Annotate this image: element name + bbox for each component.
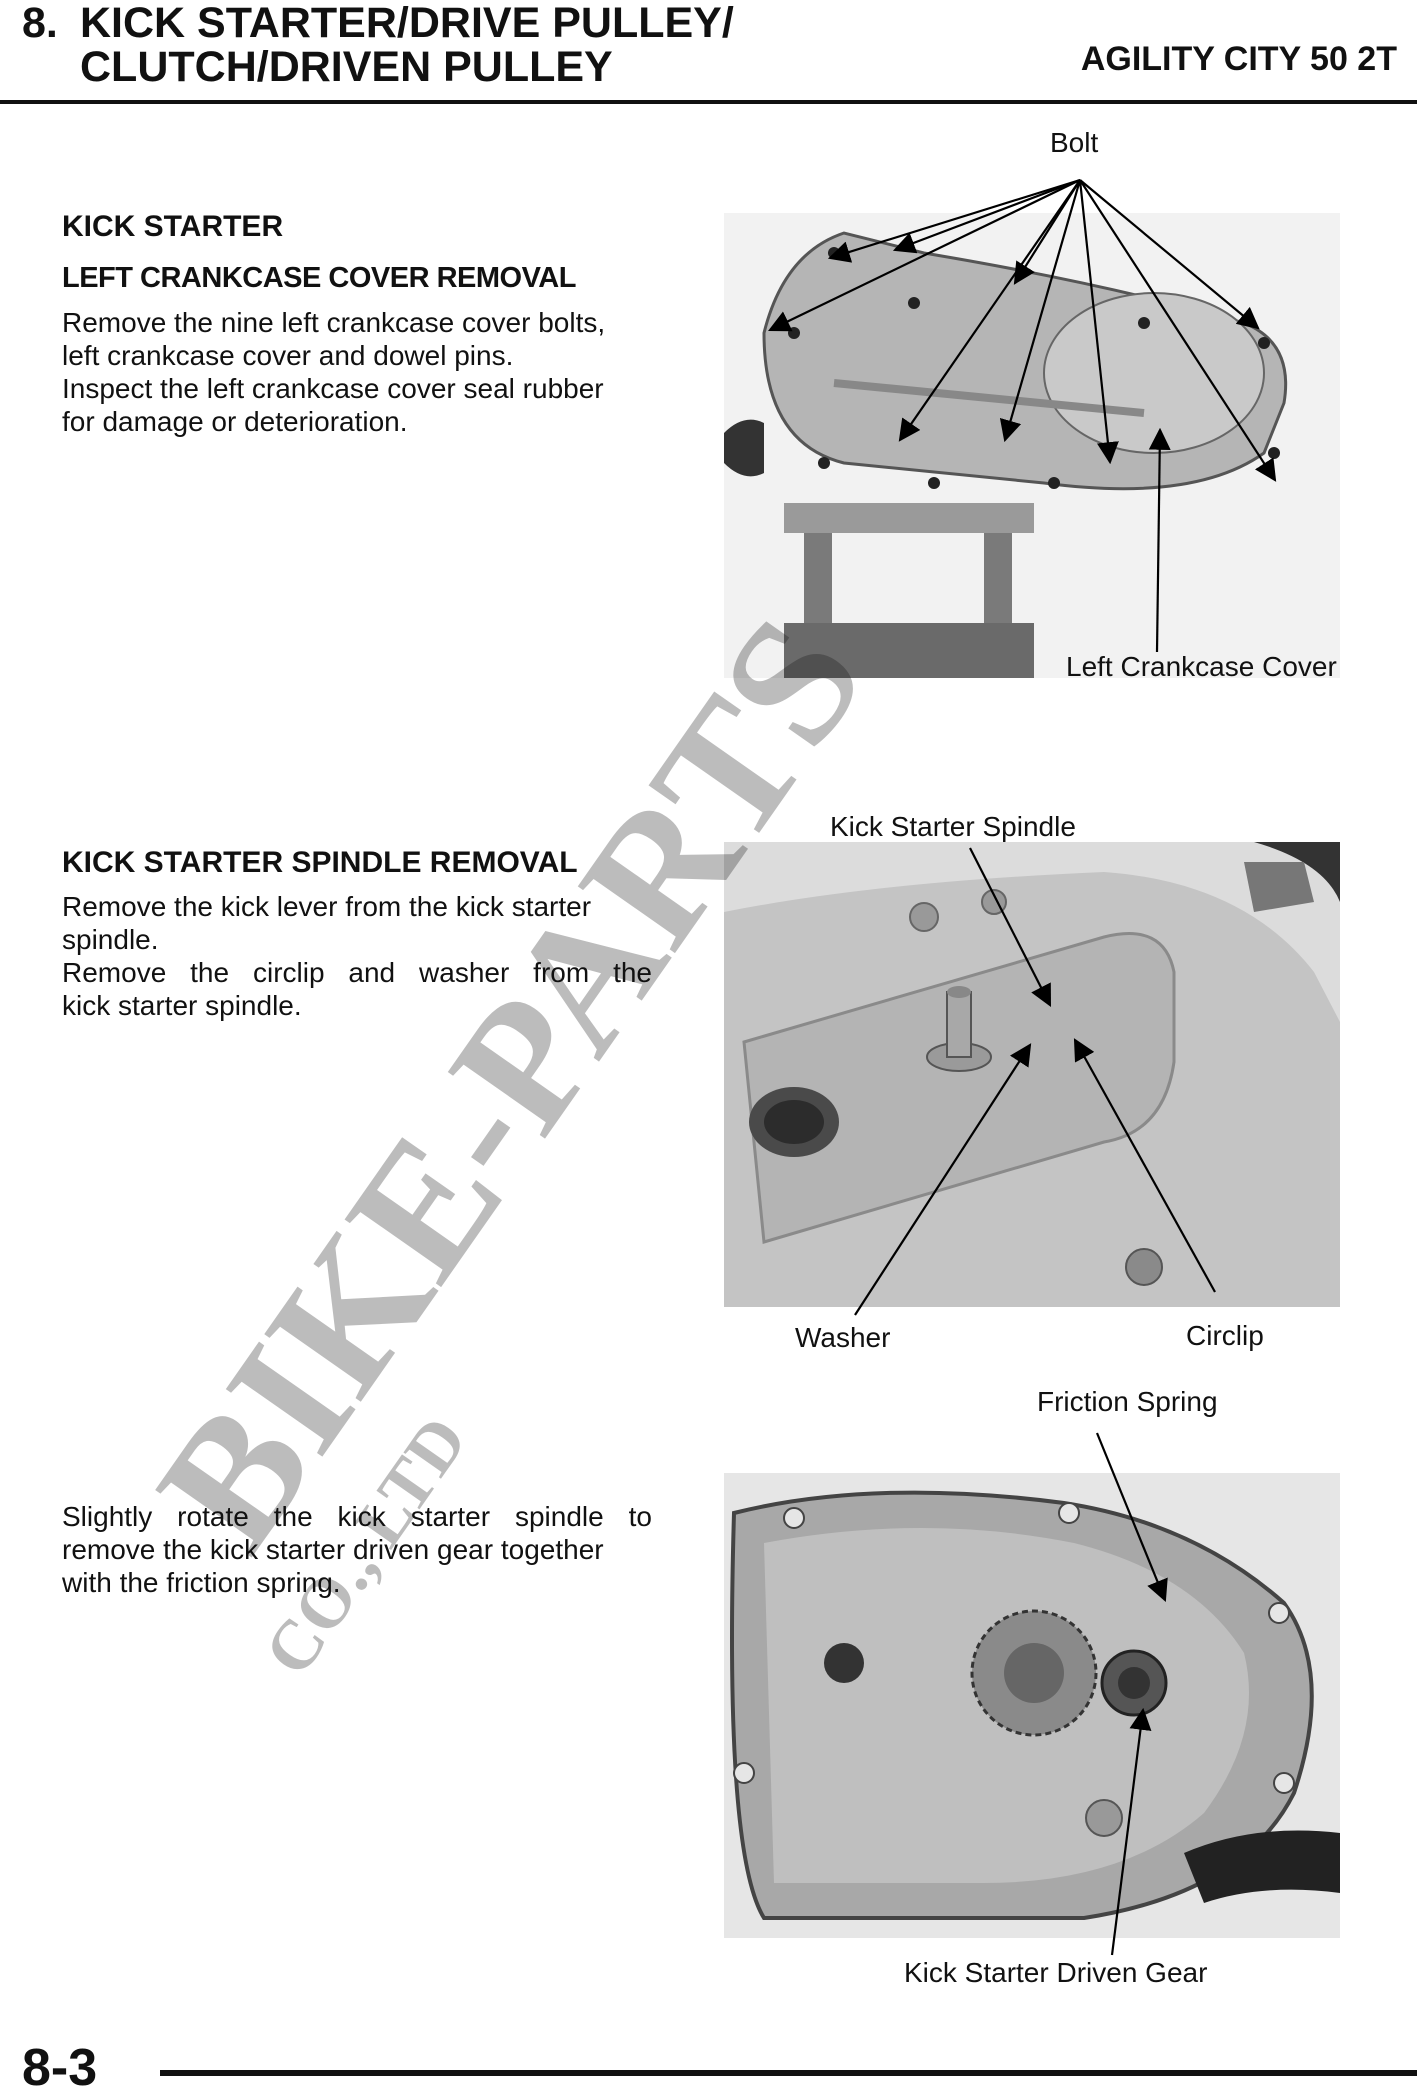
photo-kick-starter-driven-gear [724, 1473, 1340, 1938]
header-rule [0, 100, 1417, 104]
section2-text: Remove the kick lever from the kick star… [62, 890, 652, 1022]
text-line: Inspect the left crankcase cover seal ru… [62, 373, 604, 404]
section1-text: Remove the nine left crankcase cover bol… [62, 306, 652, 438]
label-kick-starter-driven-gear: Kick Starter Driven Gear [904, 1957, 1208, 1988]
text-line: left crankcase cover and dowel pins. [62, 340, 514, 371]
label-washer: Washer [795, 1322, 891, 1353]
text-line: kick starter spindle. [62, 990, 302, 1021]
text-line: remove the kick starter driven gear toge… [62, 1534, 604, 1565]
label-kick-starter-spindle: Kick Starter Spindle [830, 811, 1076, 842]
label-bolt: Bolt [1050, 127, 1099, 158]
label-friction-spring: Friction Spring [1037, 1386, 1218, 1417]
footer-rule [160, 2070, 1417, 2076]
text-line: Slightly rotate the kick starter spindle… [62, 1501, 652, 1532]
heading-kick-starter: KICK STARTER [62, 210, 284, 243]
model-name: AGILITY CITY 50 2T [1080, 40, 1397, 78]
text-line: Remove the kick lever from the kick star… [62, 891, 592, 922]
page-title: KICK STARTER/DRIVE PULLEY/ CLUTCH/DRIVEN… [80, 0, 734, 91]
text-line: for damage or deterioration. [62, 406, 408, 437]
text-line: Remove the nine left crankcase cover bol… [62, 307, 606, 338]
watermark-text: BIKE-PARTS [119, 583, 902, 1582]
section-number: 8. [22, 0, 58, 47]
text-line: Remove the circlip and washer from the [62, 957, 652, 988]
title-line-2: CLUTCH/DRIVEN PULLEY [80, 42, 613, 91]
text-line: with the friction spring. [62, 1567, 341, 1598]
title-line-1: KICK STARTER/DRIVE PULLEY/ [80, 0, 734, 47]
text-line: spindle. [62, 924, 159, 955]
subheading-cover-removal: LEFT CRANKCASE COVER REMOVAL [62, 262, 576, 294]
label-left-crankcase-cover: Left Crankcase Cover [1066, 651, 1337, 682]
section3-text: Slightly rotate the kick starter spindle… [62, 1500, 652, 1599]
heading-spindle-removal: KICK STARTER SPINDLE REMOVAL [62, 846, 578, 879]
label-circlip: Circlip [1186, 1320, 1264, 1351]
page-number: 8-3 [22, 2039, 98, 2097]
